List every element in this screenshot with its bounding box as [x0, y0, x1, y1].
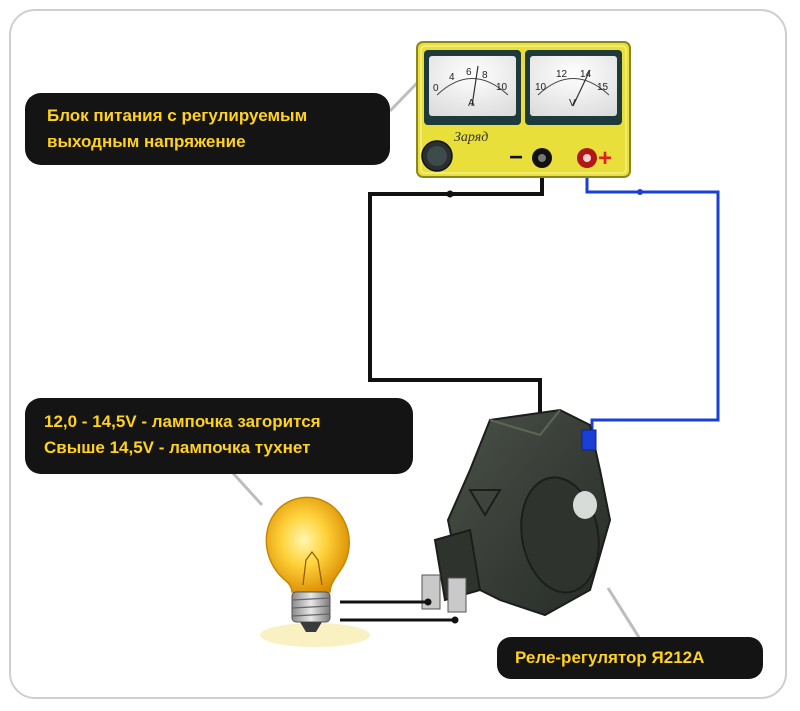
- callout-line: 12,0 - 14,5V - лампочка загорится: [44, 412, 321, 431]
- relay-callout: Реле-регулятор Я212А: [497, 637, 763, 679]
- relay-positive-connector: [581, 429, 597, 451]
- ammeter-tick: 8: [482, 70, 488, 81]
- psu-callout-pointer: [388, 80, 420, 113]
- voltmeter-needle: [572, 69, 591, 107]
- voltmeter-tick: 12: [556, 69, 568, 80]
- power-supply-callout: Блок питания с регулируемым выходным нап…: [25, 93, 390, 165]
- ammeter-unit: A: [468, 98, 475, 109]
- ammeter-tick: 4: [449, 72, 455, 83]
- relay-terminal-blade: [421, 574, 441, 610]
- positive-terminal[interactable]: +: [577, 145, 612, 172]
- wire-junction-dot: [424, 598, 432, 606]
- wire-junction-dot: [451, 616, 459, 624]
- lamp-callout-pointer: [230, 470, 264, 507]
- relay-terminal-blade: [447, 577, 467, 613]
- callout-line: выходным напряжение: [47, 132, 246, 151]
- relay-callout-pointer: [606, 587, 642, 640]
- ammeter-tick: 6: [466, 67, 472, 78]
- ammeter-needle: [471, 65, 479, 107]
- wire-junction-dot: [637, 189, 643, 195]
- voltmeter: 10 12 14 15 V: [525, 50, 622, 125]
- power-knob[interactable]: [421, 140, 453, 172]
- relay-indicator-window: [573, 491, 597, 519]
- plus-symbol: +: [598, 145, 612, 172]
- voltmeter-tick: 10: [535, 82, 547, 93]
- wire-junction-dot: [446, 190, 454, 198]
- ammeter-tick: 10: [496, 82, 508, 93]
- lamp-callout: 12,0 - 14,5V - лампочка загорится Свыше …: [25, 398, 413, 474]
- lamp-wires: [340, 598, 459, 624]
- callout-line: Свыше 14,5V - лампочка тухнет: [44, 438, 311, 457]
- voltmeter-unit: V: [569, 98, 576, 109]
- positive-wire: [585, 165, 720, 440]
- relay-regulator: [421, 408, 612, 617]
- voltmeter-tick: 14: [580, 69, 592, 80]
- negative-terminal[interactable]: −: [509, 144, 552, 171]
- light-bulb: [260, 496, 370, 647]
- callout-line: Реле-регулятор Я212А: [515, 648, 705, 667]
- ammeter-tick: 0: [433, 83, 439, 94]
- voltmeter-tick: 15: [597, 82, 609, 93]
- charge-label: Заряд: [454, 130, 488, 145]
- ammeter: 0 4 6 8 10 A: [424, 50, 521, 125]
- negative-wire: [368, 165, 544, 412]
- power-supply-unit: 0 4 6 8 10 A 10 12 14 15 V Заряд −: [416, 41, 631, 178]
- minus-symbol: −: [509, 144, 523, 171]
- callout-line: Блок питания с регулируемым: [47, 106, 308, 125]
